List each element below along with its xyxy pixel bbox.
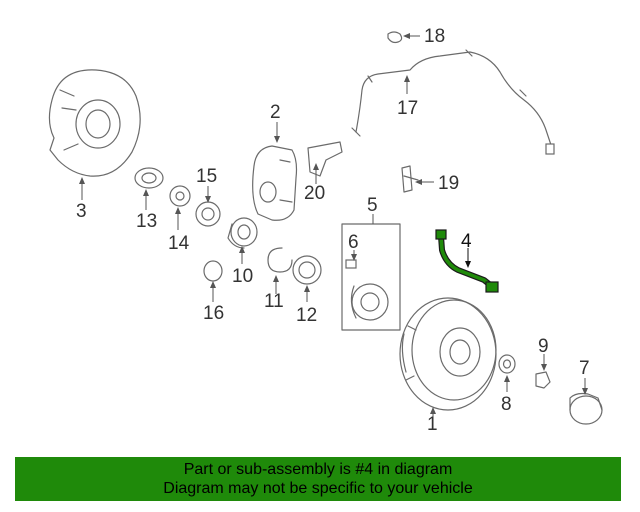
part-15-race[interactable]: [195, 201, 221, 227]
part-19-bracket[interactable]: [401, 165, 419, 193]
part-2-caliper[interactable]: [252, 145, 298, 221]
part-13-seal[interactable]: [134, 167, 164, 189]
part-8-nut[interactable]: [498, 354, 516, 374]
parts-diagram: 3 13 14 15 10 16 11: [48, 26, 603, 435]
label-12: 12: [296, 305, 317, 326]
label-13: 13: [136, 211, 157, 232]
banner-line-2: Diagram may not be specific to your vehi…: [163, 480, 473, 497]
part-5-hub-assembly[interactable]: [341, 223, 401, 331]
label-3: 3: [76, 201, 87, 222]
label-14: 14: [168, 233, 190, 254]
part-6-hub-bolt[interactable]: [345, 259, 357, 269]
part-17-sensor-wire[interactable]: [351, 49, 555, 155]
part-7-cap[interactable]: [569, 392, 603, 425]
part-9-nut[interactable]: [535, 371, 551, 389]
label-6: 6: [348, 232, 359, 253]
label-2: 2: [270, 102, 281, 123]
label-10: 10: [232, 266, 253, 287]
part-18-clip[interactable]: [387, 31, 403, 44]
label-18: 18: [424, 26, 445, 47]
label-20: 20: [304, 183, 325, 204]
part-10-bearing[interactable]: [227, 217, 258, 249]
part-1-rotor[interactable]: [399, 297, 497, 411]
label-1: 1: [427, 414, 438, 435]
label-17: 17: [397, 98, 418, 119]
label-8: 8: [501, 394, 512, 415]
part-20-bracket[interactable]: [307, 141, 343, 177]
banner-line-1: Part or sub-assembly is #4 in diagram: [183, 461, 453, 478]
part-4-brake-hose[interactable]: [435, 229, 499, 293]
label-16: 16: [203, 303, 224, 324]
label-9: 9: [538, 336, 549, 357]
part-12-oil-seal[interactable]: [292, 255, 322, 285]
label-11: 11: [264, 291, 284, 312]
part-11-snap-ring[interactable]: [267, 247, 293, 273]
label-4: 4: [461, 231, 472, 252]
part-3-dust-shield[interactable]: [48, 69, 141, 177]
info-banner: Part or sub-assembly is #4 in diagram Di…: [15, 457, 621, 501]
label-15: 15: [196, 166, 217, 187]
part-16-cap[interactable]: [203, 260, 223, 282]
label-19: 19: [438, 173, 459, 194]
part-14-bearing[interactable]: [169, 185, 191, 207]
label-5: 5: [367, 195, 378, 216]
label-7: 7: [579, 358, 590, 379]
